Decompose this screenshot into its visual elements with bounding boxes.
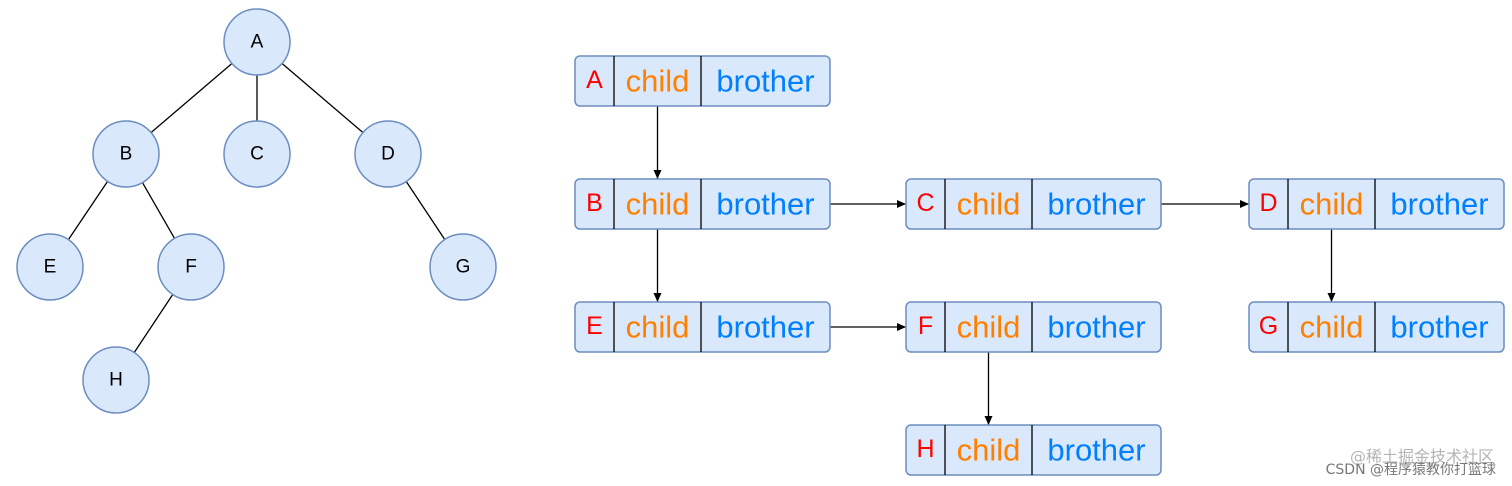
tree-node-c: C	[223, 120, 291, 188]
tree-node-label: E	[44, 257, 57, 278]
tree-node-label: A	[251, 32, 264, 53]
tree-node-circle	[429, 233, 497, 301]
record-child-field: child	[957, 310, 1021, 345]
tree-node-g: G	[429, 233, 497, 301]
tree-edge-d-g	[405, 181, 446, 240]
tree-node-circle	[223, 8, 291, 76]
tree-node-circle	[354, 120, 422, 188]
record-name: G	[1259, 312, 1278, 340]
record-brother-field: brother	[1047, 310, 1145, 345]
record-box	[574, 301, 831, 353]
tree-edge-f-h	[133, 294, 174, 353]
tree-node-circle	[92, 120, 160, 188]
record-brother-field: brother	[1047, 433, 1145, 468]
tree-node-circle	[223, 120, 291, 188]
record-child-field: child	[957, 187, 1021, 222]
record-child-field: child	[626, 310, 690, 345]
tree-node-f: F	[157, 233, 225, 301]
record-child-field: child	[626, 64, 690, 99]
tree-edges	[67, 62, 446, 353]
record-name: D	[1259, 189, 1277, 217]
record-box	[905, 424, 1162, 476]
tree-node-circle	[16, 233, 84, 301]
tree-node-h: H	[82, 346, 150, 414]
record-box	[905, 178, 1162, 230]
tree-node-d: D	[354, 120, 422, 188]
tree-node-circle	[82, 346, 150, 414]
record-brother-field: brother	[1390, 310, 1488, 345]
record-name: E	[586, 312, 603, 340]
tree-node-label: D	[381, 144, 395, 165]
record-name: A	[586, 66, 603, 94]
record-box	[574, 55, 831, 107]
record-child-field: child	[1300, 310, 1364, 345]
record-brother-field: brother	[716, 187, 814, 222]
record-name: F	[918, 312, 933, 340]
record-links	[653, 106, 1336, 425]
tree-node-label: F	[185, 257, 197, 278]
tree-node-e: E	[16, 233, 84, 301]
record-box	[574, 178, 831, 230]
watermark-line1: @稀土掘金技术社区	[1350, 447, 1494, 466]
record-child-field: child	[1300, 187, 1364, 222]
tree-edge-b-e	[67, 181, 109, 240]
watermark: @稀土掘金技术社区 CSDN @程序猿教你打篮球	[1326, 447, 1496, 478]
tree-edge-b-f	[141, 182, 176, 239]
watermark-line2: CSDN @程序猿教你打篮球	[1326, 461, 1496, 478]
record-box	[1248, 178, 1505, 230]
record-child-field: child	[626, 187, 690, 222]
tree-node-a: A	[223, 8, 291, 76]
record-child-field: child	[957, 433, 1021, 468]
tree-node-label: G	[456, 257, 471, 278]
tree-edge-a-b	[150, 62, 233, 134]
record-name: C	[916, 189, 934, 217]
tree-node-b: B	[92, 120, 160, 188]
record-box	[1248, 301, 1505, 353]
tree-node-label: C	[250, 144, 264, 165]
record-box	[905, 301, 1162, 353]
record-brother-field: brother	[1047, 187, 1145, 222]
record-name: B	[586, 189, 603, 217]
tree-nodes: A B C D E F G H	[16, 8, 497, 414]
tree-node-label: H	[109, 370, 123, 391]
record-brother-field: brother	[716, 310, 814, 345]
tree-node-circle	[157, 233, 225, 301]
tree-node-label: B	[120, 144, 133, 165]
record-brother-field: brother	[1390, 187, 1488, 222]
record-brother-field: brother	[716, 64, 814, 99]
record-name: H	[916, 435, 934, 463]
tree-edge-a-d	[281, 62, 364, 134]
